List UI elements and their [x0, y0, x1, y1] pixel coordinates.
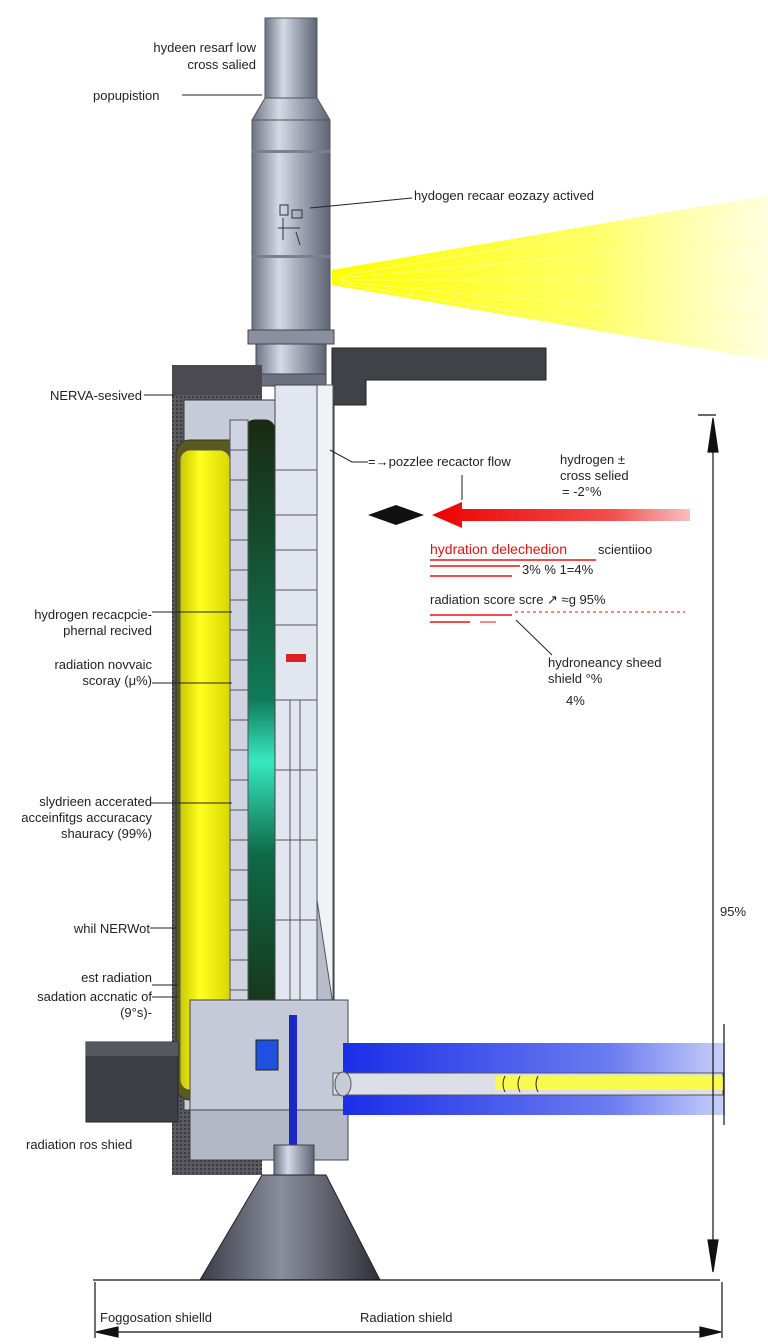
- label-left-est-1: est radiation: [81, 970, 152, 985]
- label-left-sydrieen-2: acceinfitgs accuracacy: [21, 810, 152, 825]
- nozzle-neck: [273, 1144, 315, 1176]
- label-left-hydrogen-1: hydrogen recacpcie-: [34, 607, 152, 622]
- label-bottom-left: Foggosation shielld: [100, 1310, 213, 1325]
- label-top-title-1: hydeen resarf low: [153, 40, 256, 55]
- upper-taper: [251, 97, 331, 121]
- label-top-title-2: cross salied: [187, 57, 256, 72]
- label-left-radiation-1: radiation novvaic: [54, 657, 152, 672]
- flow-marker: [368, 505, 424, 525]
- nozzle-bell: [199, 1174, 381, 1281]
- label-hydroneancy-3: 4%: [566, 693, 585, 708]
- label-hydration-value: 3% % 1=4%: [522, 562, 594, 577]
- label-left-est-2: sadation accnatic of: [37, 989, 152, 1004]
- label-hydration-title: hydration delechedion: [430, 541, 567, 557]
- label-hydroneancy-1: hydroneancy sheed: [548, 655, 662, 670]
- coolant-channel: [244, 419, 276, 1041]
- label-hydrogen-cross-1: hydrogen ±: [560, 452, 625, 467]
- label-hydrogen-cross-3: = -2°%: [562, 484, 602, 499]
- label-dimension-value: 95%: [720, 904, 747, 919]
- label-radiation-score: radiation score scre ↗ ≈g 95%: [430, 592, 606, 607]
- collar-1: [247, 329, 335, 345]
- exhaust-rays: [339, 204, 761, 351]
- fuel-element-blocks: [229, 419, 249, 1031]
- label-bottom-center: Radiation shield: [360, 1310, 453, 1325]
- label-hydroneancy-2: shield °%: [548, 671, 603, 686]
- blue-rod: [289, 1015, 297, 1145]
- label-left-shield: radiation ros shied: [26, 1137, 133, 1152]
- label-left-radiation-2: scoray (μ%): [82, 673, 152, 688]
- label-nozzle-flow: =→pozzlee recactor flow: [368, 454, 511, 469]
- label-left-nerwo: whil NERWot: [73, 921, 150, 936]
- label-left-sydrieen-1: slydrieen accerated: [39, 794, 152, 809]
- top-pipe: [264, 17, 318, 99]
- label-left-hydrogen-2: phernal recived: [63, 623, 152, 638]
- label-hydrogen-cross-2: cross selied: [560, 468, 629, 483]
- leader-lines: [144, 94, 553, 998]
- label-left-sydrieen-3: shauracy (99%): [60, 826, 152, 841]
- label-propulsion: popupistion: [93, 88, 160, 103]
- label-nerva-derived: NERVA-sesived: [50, 388, 142, 403]
- coolant-inlet-blue: [255, 1039, 279, 1071]
- upper-chamber: [251, 119, 331, 331]
- exhaust-plume: [332, 195, 768, 360]
- collar-2: [255, 343, 327, 375]
- chamber-markings: [278, 204, 303, 246]
- label-left-est-3: (9°s)-: [120, 1005, 152, 1020]
- base-dimension: [93, 1279, 723, 1338]
- fuel-core: [179, 449, 231, 1091]
- height-dimension: [698, 414, 725, 1273]
- flow-arrow: [432, 502, 690, 528]
- label-hydration-title-2: scientiioo: [598, 542, 653, 557]
- shaft-indicator: [286, 654, 306, 662]
- red-underlines: [430, 559, 596, 623]
- mount-bracket: [331, 347, 547, 406]
- label-reactor-activated: hydogen recaar eozazy actived: [414, 188, 594, 203]
